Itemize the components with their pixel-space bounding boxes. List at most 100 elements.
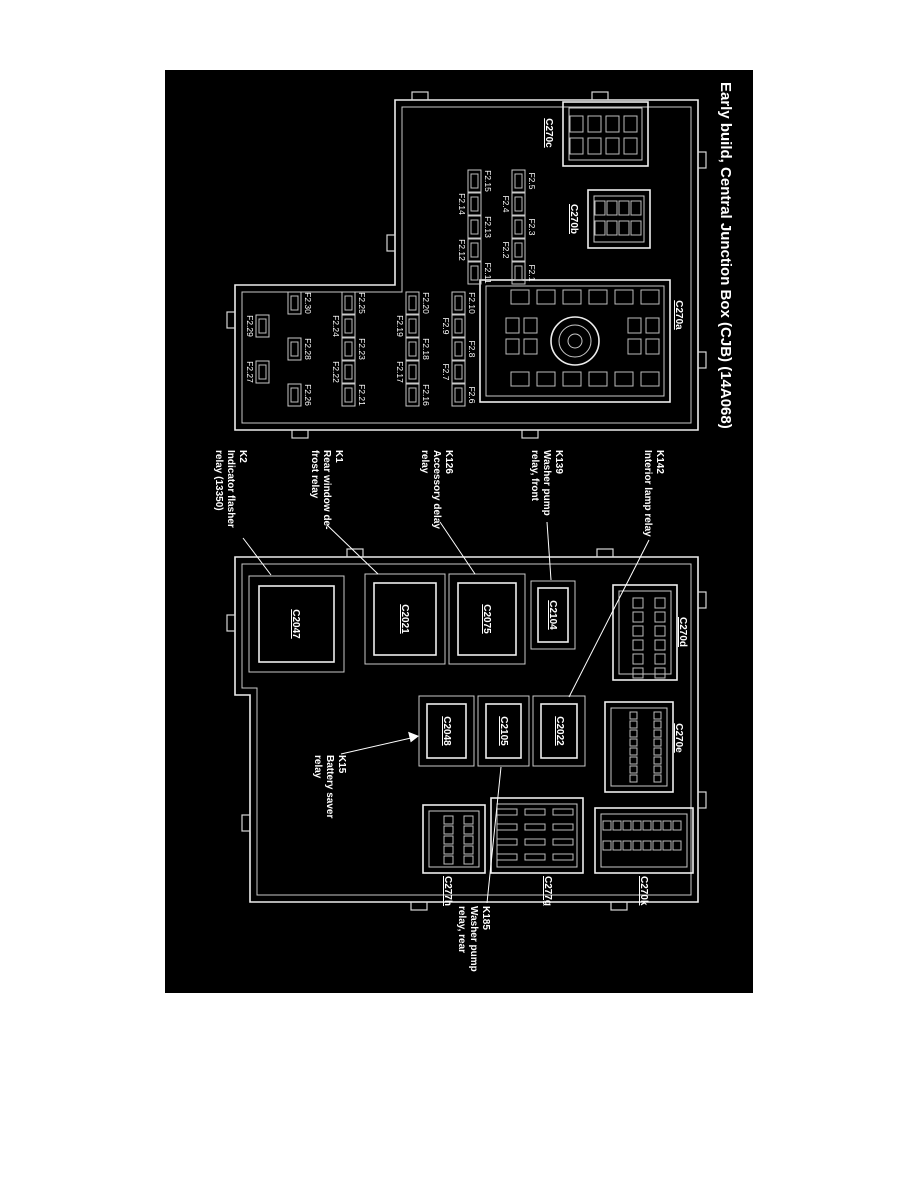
callout-line: K1 xyxy=(333,450,344,463)
fuse-body xyxy=(451,383,466,407)
callout-line: relay xyxy=(419,450,430,474)
connector-c270d: C270d xyxy=(612,584,688,681)
callout-line: relay (13350) xyxy=(213,450,224,511)
connector-round-terminal-center xyxy=(567,333,583,349)
connector-pin xyxy=(510,371,530,387)
connector-label-c270k: C270k xyxy=(638,876,649,906)
fuse-body xyxy=(467,238,482,262)
connector-label-c270e: C270e xyxy=(673,723,684,753)
connector-pin xyxy=(654,639,666,651)
callout-line: Washer pump xyxy=(468,906,479,972)
fuse-grid: F2.5F2.4F2.3F2.2F2.1F2.15F2.14F2.13F2.12… xyxy=(245,169,537,407)
connector-inner xyxy=(618,590,672,675)
fuse-body xyxy=(405,291,420,315)
fuse-body xyxy=(287,383,302,407)
connector-body xyxy=(479,279,671,403)
fuse-window xyxy=(344,364,353,380)
connector-pin xyxy=(536,371,556,387)
fuse-body xyxy=(511,261,526,285)
diagram-title: Early build, Central Junction Box (CJB) … xyxy=(717,82,734,429)
connector-pin xyxy=(629,720,638,729)
connector-pin xyxy=(662,840,672,851)
callout-k139: K139 Washer pump relay, front xyxy=(529,450,564,581)
connector-c270k: C270k xyxy=(594,807,694,906)
fuse-body xyxy=(467,169,482,193)
fuse-window xyxy=(408,318,417,334)
fuse-body xyxy=(341,337,356,361)
leader-line xyxy=(486,766,502,904)
fuse-window xyxy=(454,318,463,334)
relaybox-inner-outline xyxy=(241,563,692,896)
fuse-window xyxy=(470,242,479,258)
leader-line xyxy=(568,539,650,698)
connector-pin xyxy=(569,115,584,133)
connector-pin xyxy=(523,338,538,355)
connector-pin xyxy=(653,711,662,720)
connector-pin xyxy=(653,747,662,756)
fuse-body xyxy=(287,337,302,361)
connector-pin xyxy=(463,855,474,865)
fuse: F2.22 xyxy=(331,360,356,384)
connector-pin xyxy=(569,137,584,155)
fuse-body xyxy=(405,337,420,361)
callout-line: Washer pump xyxy=(541,450,552,516)
callout-line: Interior lamp relay xyxy=(642,450,653,537)
connector-round-terminal-inner xyxy=(558,324,592,358)
connector-pin xyxy=(630,220,642,236)
fuse-body xyxy=(467,215,482,239)
connector-pin xyxy=(552,853,574,861)
fuse-label: F2.12 xyxy=(457,239,467,261)
callout-line: relay, front xyxy=(529,450,540,502)
connector-pin xyxy=(654,597,666,609)
mount-tab xyxy=(610,901,628,911)
fuse-body xyxy=(405,360,420,384)
connector-pin xyxy=(662,820,672,831)
connector-pin xyxy=(524,808,546,816)
connector-pin xyxy=(562,371,582,387)
connector-c270b: C270b xyxy=(568,189,651,249)
connector-pin xyxy=(654,667,666,679)
connector-pins xyxy=(505,317,538,355)
fuse: F2.14 xyxy=(457,192,482,216)
fuse: F2.16 xyxy=(405,383,431,407)
fuse: F2.8 xyxy=(451,337,477,361)
fuse-label: F2.13 xyxy=(483,216,493,238)
callout-line: K15 xyxy=(336,755,347,774)
fuse: F2.4 xyxy=(501,192,526,216)
connector-pin xyxy=(642,840,652,851)
connector-inner xyxy=(600,813,688,868)
connector-c270a: C270a xyxy=(479,279,684,403)
fuse-label: F2.4 xyxy=(501,195,511,212)
relay-body xyxy=(426,703,467,759)
connector-pin xyxy=(562,289,582,305)
fuse-window xyxy=(470,196,479,212)
connector-pins xyxy=(496,808,574,861)
relay-body xyxy=(537,587,569,643)
connector-c270c: C270c xyxy=(543,101,649,167)
connector-inner xyxy=(568,107,643,161)
fuse-window xyxy=(290,341,299,357)
connector-pin xyxy=(524,838,546,846)
callout-line: K142 xyxy=(654,450,665,474)
fuse-window xyxy=(514,265,523,281)
connector-pin xyxy=(629,729,638,738)
connector-label-c277h: C277h xyxy=(442,876,453,906)
fuse-body xyxy=(341,314,356,338)
fuse-label: F2.15 xyxy=(483,170,493,192)
relay-c2075: C2075 xyxy=(448,573,526,665)
fuse-body xyxy=(341,291,356,315)
fuse-body xyxy=(451,337,466,361)
relay-label-c2047: C2047 xyxy=(290,609,301,639)
connector-pins xyxy=(569,115,638,155)
connector-pin xyxy=(602,840,612,851)
relay-frame xyxy=(532,695,586,767)
relay-c2047: C2047 xyxy=(248,575,345,673)
fuse-body xyxy=(255,314,270,338)
connector-pin xyxy=(629,756,638,765)
fuse-label: F2.26 xyxy=(303,384,313,406)
fuse-body xyxy=(255,360,270,384)
callout-line: K2 xyxy=(237,450,248,463)
connector-pin xyxy=(614,371,634,387)
connector-pin xyxy=(632,611,644,623)
fuse-window xyxy=(470,173,479,189)
